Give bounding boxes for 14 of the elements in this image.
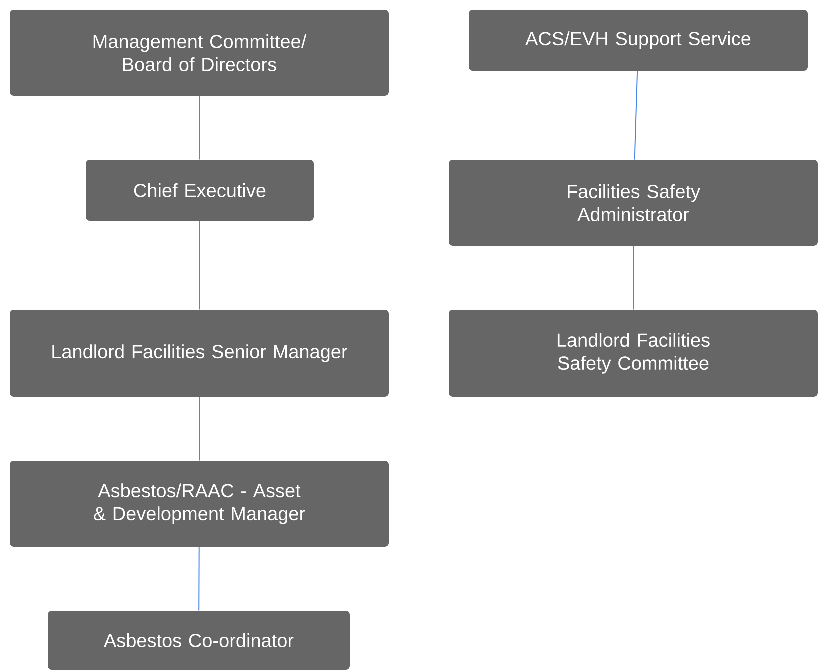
org-box: Facilities Safety Administrator <box>449 160 818 246</box>
connector-line <box>199 96 200 160</box>
connector-line <box>633 246 634 310</box>
org-box: Landlord Facilities Safety Committee <box>449 310 818 397</box>
org-box: Landlord Facilities Senior Manager <box>10 310 389 397</box>
connector-line <box>199 220 200 310</box>
connector-line <box>198 546 200 612</box>
org-box: Asbestos/RAAC - Asset & Development Manager <box>10 461 389 547</box>
connector-line <box>199 396 200 462</box>
org-box: Asbestos Co-ordinator <box>48 611 350 670</box>
connector-line <box>634 70 638 160</box>
org-box: ACS/EVH Support Service <box>469 10 808 71</box>
org-box: Management Committee/ Board of Directors <box>10 10 389 96</box>
org-box: Chief Executive <box>86 160 314 221</box>
